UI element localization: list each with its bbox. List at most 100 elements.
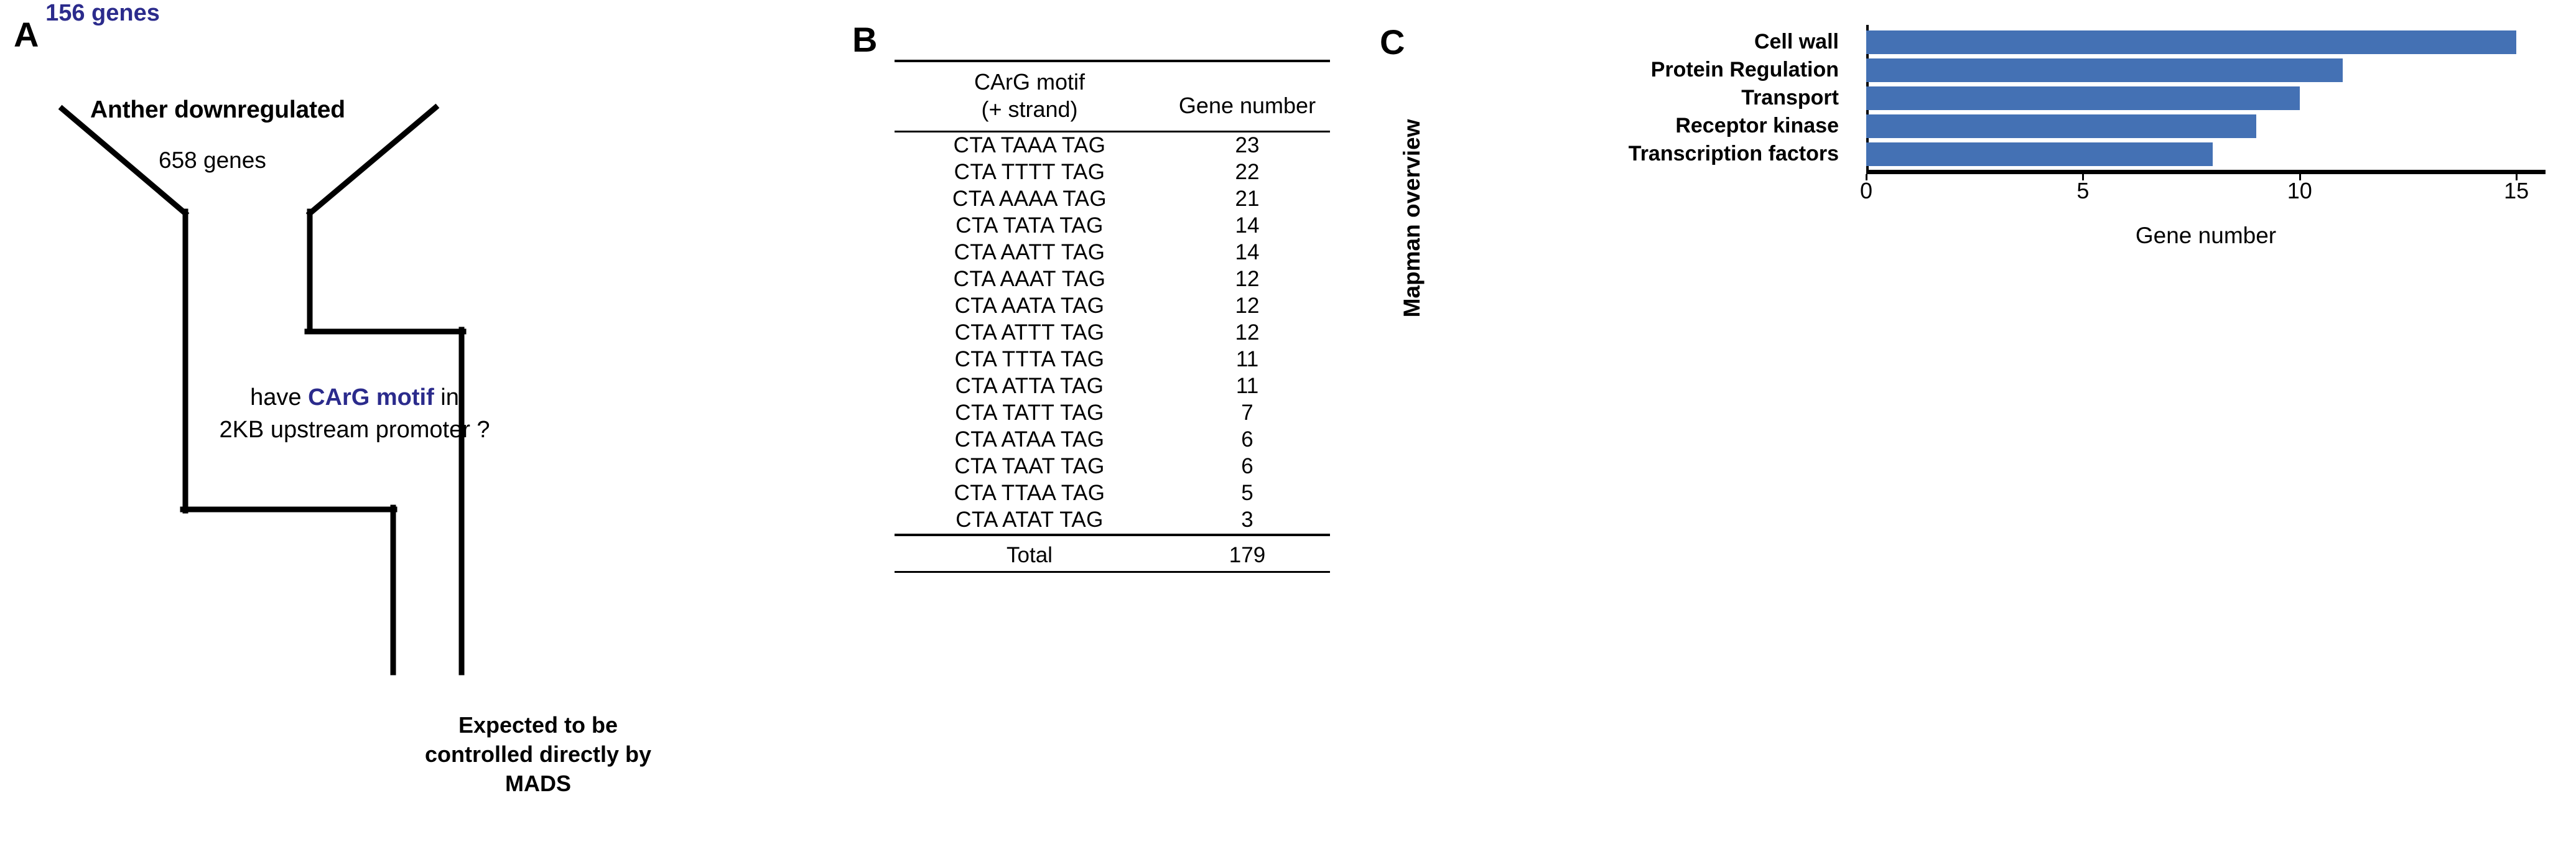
- motif-cell: CTA AAAT TAG: [953, 267, 1106, 292]
- table-row: CTA TTAA TAG 5: [895, 480, 1330, 507]
- chart-bar-row: [1866, 142, 2538, 166]
- column-header-motif-line2: (+ strand): [981, 96, 1078, 122]
- chart-x-axis-line: [1866, 170, 2546, 174]
- table-row: CTA ATTA TAG 11: [895, 373, 1330, 400]
- chart-y-axis-label: Mapman overview: [1399, 119, 1425, 318]
- chart-bar-row: [1866, 30, 2538, 54]
- motif-cell: CTA TTTA TAG: [954, 347, 1105, 372]
- carg-question-label: have CArG motif in 2KB upstream promoter…: [180, 381, 529, 447]
- gene-number-cell: 6: [1241, 427, 1253, 452]
- chart-bar-row: [1866, 114, 2538, 138]
- chart-category-label: Cell wall: [1754, 30, 1839, 53]
- total-value: 179: [1165, 533, 1330, 573]
- table-row: CTA TATA TAG 14: [895, 213, 1330, 239]
- table-row: CTA ATAT TAG 3: [895, 507, 1330, 535]
- gene-number-cell: 14: [1235, 240, 1260, 265]
- total-label: Total: [895, 533, 1165, 573]
- chart-x-tick-label: 15: [2504, 178, 2529, 203]
- outcome-gene-count-label: 156 genes: [45, 0, 160, 26]
- table-row: CTA ATAA TAG 6: [895, 427, 1330, 453]
- motif-cell: CTA TTTT TAG: [954, 160, 1105, 185]
- gene-number-cell: 5: [1241, 481, 1253, 506]
- table-header-row: CArG motif (+ strand) Gene number: [895, 61, 1330, 132]
- chart-bar: [1866, 30, 2517, 54]
- table-row: CTA TTTT TAG 22: [895, 159, 1330, 186]
- gene-number-cell: 3: [1241, 508, 1253, 532]
- gene-number-cell: 22: [1235, 160, 1260, 185]
- bracket-line-top-right: [305, 103, 440, 218]
- gene-number-cell: 11: [1235, 374, 1259, 399]
- panel-a-letter: A: [14, 15, 39, 54]
- chart-x-tick-label: 10: [2287, 178, 2312, 203]
- table-row: CTA TTTA TAG 11: [895, 346, 1330, 373]
- motif-cell: CTA AAAA TAG: [952, 187, 1107, 211]
- question-prefix: have: [250, 384, 309, 411]
- motif-cell: CTA AATT TAG: [954, 240, 1105, 265]
- table-foot: Total 179: [895, 533, 1330, 573]
- anther-downregulated-label: Anther downregulated: [90, 96, 345, 123]
- chart-bar-row: [1866, 58, 2538, 82]
- table-row: CTA TATT TAG 7: [895, 400, 1330, 427]
- chart-category-label: Protein Regulation: [1650, 58, 1839, 81]
- flowchart-bracket-diagram: [58, 103, 467, 675]
- chart-bar: [1866, 114, 2257, 138]
- panel-b-letter: B: [852, 20, 878, 59]
- motif-cell: CTA ATTA TAG: [955, 374, 1104, 399]
- motif-cell: CTA TAAA TAG: [953, 133, 1106, 158]
- motif-cell: CTA TATA TAG: [956, 213, 1104, 238]
- gene-number-cell: 12: [1235, 320, 1260, 345]
- gene-number-cell: 7: [1241, 401, 1253, 425]
- chart-x-tick: [2516, 174, 2518, 180]
- motif-cell: CTA ATTT TAG: [954, 320, 1105, 345]
- chart-x-tick: [1866, 174, 1867, 180]
- carg-motif-table: CArG motif (+ strand) Gene number CTA TA…: [895, 60, 1330, 573]
- table-total-row: Total 179: [895, 533, 1330, 573]
- gene-number-cell: 12: [1235, 267, 1260, 292]
- chart-plot-area: [1866, 28, 2538, 168]
- motif-cell: CTA ATAT TAG: [956, 508, 1104, 532]
- gene-number-cell: 12: [1235, 294, 1260, 318]
- chart-x-tick-label: 0: [1859, 178, 1873, 203]
- chart-x-tick: [2299, 174, 2301, 180]
- panel-b: CArG motif (+ strand) Gene number CTA TA…: [895, 60, 1349, 573]
- motif-cell: CTA TATT TAG: [955, 401, 1104, 425]
- motif-cell: CTA TTAA TAG: [954, 481, 1105, 506]
- gene-number-cell: 11: [1235, 347, 1259, 372]
- question-line-two: 2KB upstream promoter ?: [219, 417, 490, 443]
- table-row: CTA AAAA TAG 21: [895, 186, 1330, 213]
- panel-c-letter: C: [1380, 22, 1405, 62]
- panel-a: A Anther downregulated 658 genes have CA…: [0, 0, 834, 854]
- gene-number-cell: 14: [1235, 213, 1260, 238]
- chart-x-tick-label: 5: [2076, 178, 2090, 203]
- column-header-motif: CArG motif (+ strand): [895, 61, 1165, 131]
- chart-bar: [1866, 142, 2213, 166]
- table-row: CTA TAAA TAG 23: [895, 131, 1330, 159]
- gene-number-cell: 21: [1235, 187, 1260, 211]
- table-row: CTA AATA TAG 12: [895, 293, 1330, 320]
- chart-category-label: Transport: [1741, 86, 1839, 109]
- gene-number-cell: 6: [1241, 454, 1253, 479]
- table-row: CTA AAAT TAG 12: [895, 266, 1330, 293]
- gene-number-cell: 23: [1235, 133, 1260, 158]
- gene-count-label: 658 genes: [159, 147, 266, 173]
- expected-line-two: controlled directly by MADS: [424, 741, 652, 796]
- table-row: CTA AATT TAG 14: [895, 239, 1330, 266]
- motif-cell: CTA ATAA TAG: [954, 427, 1105, 452]
- question-suffix: in: [434, 384, 459, 411]
- expected-line-one: Expected to be: [458, 712, 618, 738]
- chart-x-tick: [2082, 174, 2085, 180]
- column-header-motif-line1: CArG motif: [974, 69, 1085, 95]
- chart-bar: [1866, 86, 2300, 110]
- motif-cell: CTA AATA TAG: [954, 294, 1105, 318]
- bracket-line-top-left: [58, 104, 190, 218]
- chart-x-axis-label: Gene number: [2135, 223, 2277, 248]
- table-head: CArG motif (+ strand) Gene number: [895, 61, 1330, 132]
- column-header-gene-number: Gene number: [1178, 92, 1316, 118]
- expected-outcome-label: Expected to be controlled directly by MA…: [407, 711, 669, 798]
- carg-motif-highlight: CArG motif: [308, 384, 434, 411]
